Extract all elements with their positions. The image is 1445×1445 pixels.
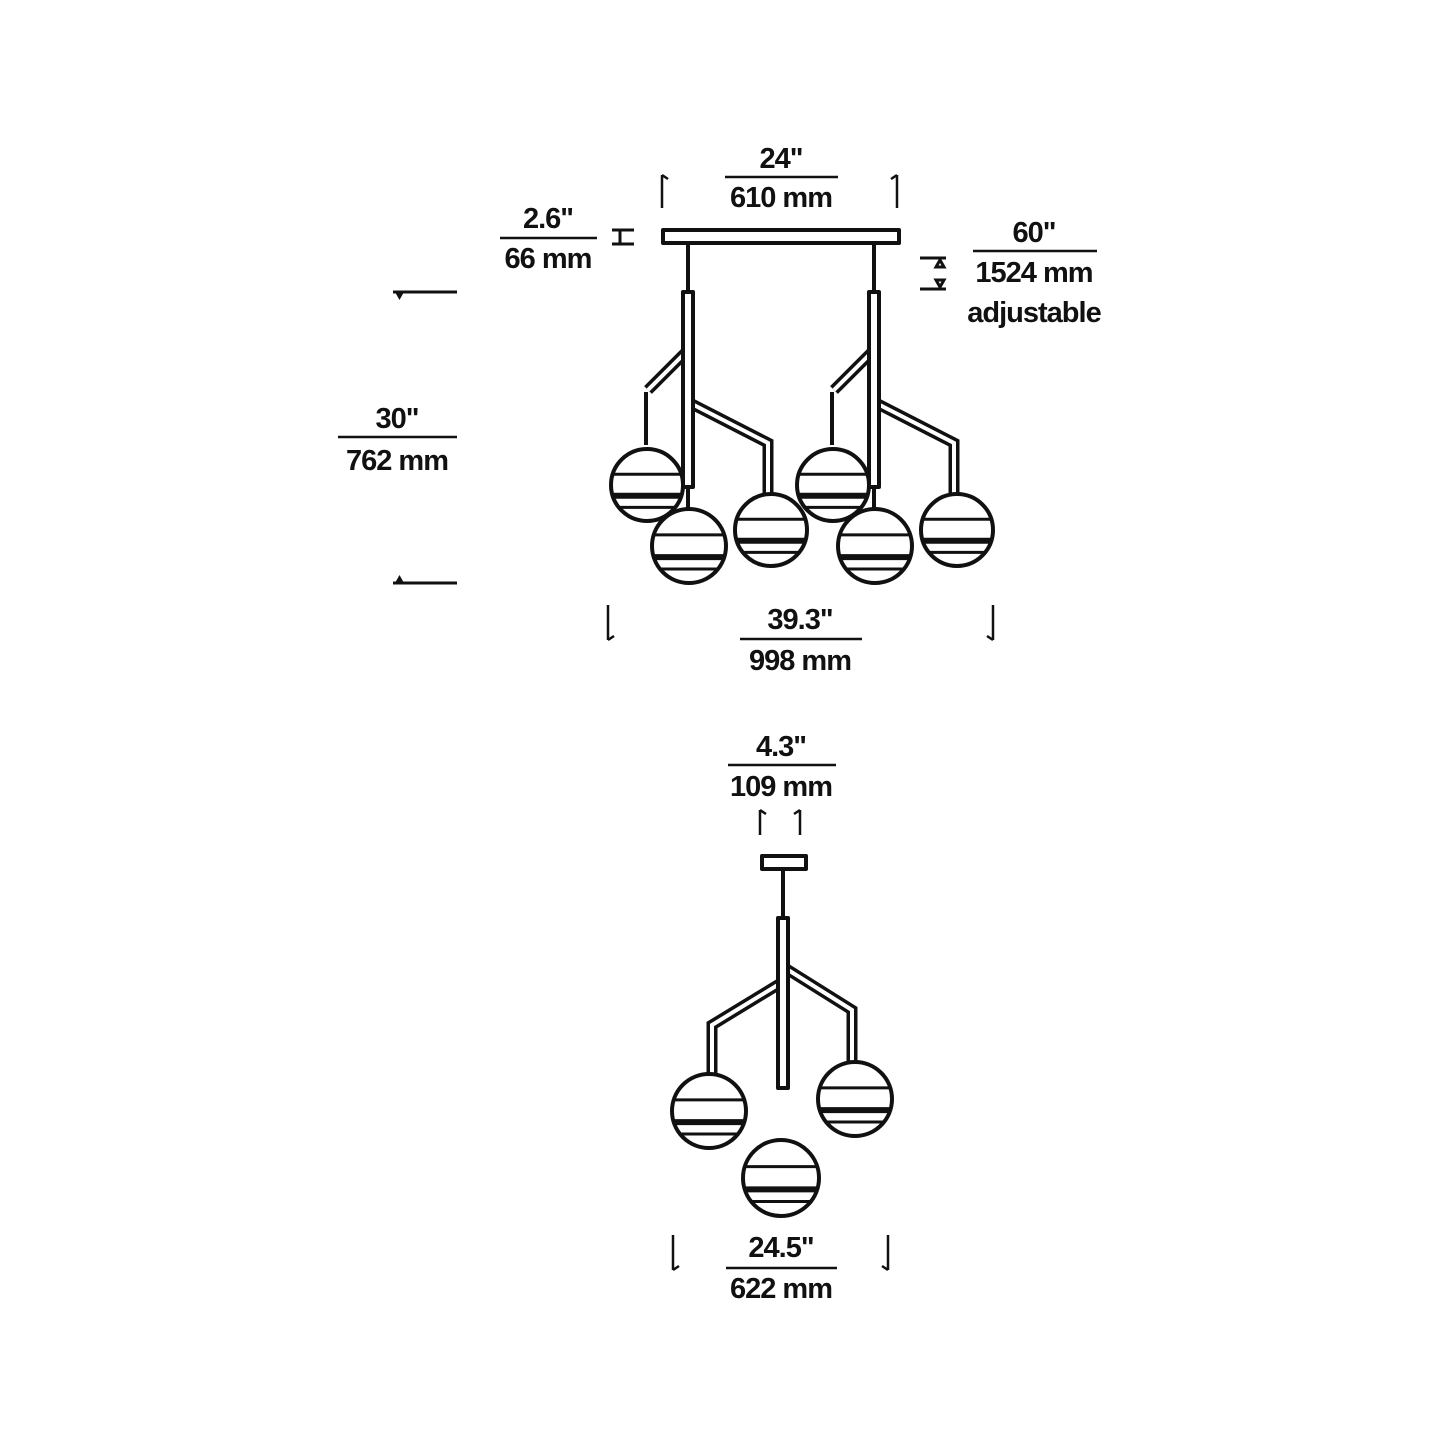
globe-shade (650, 507, 728, 585)
dim-imperial: 24" (759, 143, 802, 175)
arm-inner (710, 981, 783, 1075)
dim-imperial: 30" (375, 403, 418, 435)
arm (782, 963, 858, 1062)
dim-fixture-height: 30" 762 mm (338, 290, 457, 585)
dimension-marker (920, 256, 947, 291)
dimension-marker (612, 228, 634, 246)
globe-shade (733, 492, 809, 568)
dim-metric: 66 mm (505, 243, 592, 275)
globe-shade (836, 507, 914, 585)
globe-shade (816, 1060, 894, 1138)
globe-outline (609, 447, 685, 523)
dim-canopy-width: 24" 610 mm (660, 143, 899, 214)
dim-fixture-width: 39.3" 998 mm (606, 604, 995, 677)
dim-note: adjustable (967, 297, 1101, 329)
dim-metric: 1524 mm (975, 257, 1092, 289)
globe-outline (670, 1072, 748, 1150)
stem-tube (776, 916, 790, 1090)
arm (706, 978, 784, 1075)
globe-shade (795, 447, 871, 523)
cluster (609, 243, 809, 585)
arm-inner (873, 400, 956, 493)
globe-outline (741, 1138, 821, 1218)
globe-outline (836, 507, 914, 585)
canopy (760, 854, 808, 871)
globe-shade (919, 492, 995, 568)
globe-outline (650, 507, 728, 585)
dim-metric: 622 mm (730, 1273, 832, 1305)
globe-shade (741, 1138, 821, 1218)
arm-inner (687, 400, 770, 493)
arm-inner (783, 966, 854, 1062)
dim-cable-length: 60" 1524 mm adjustable (920, 217, 1103, 329)
extension-ticks (606, 605, 995, 642)
side-view-fixture (670, 854, 894, 1218)
dim-side-fixture-width: 24.5" 622 mm (671, 1232, 890, 1305)
globe-outline (816, 1060, 894, 1138)
dim-imperial: 4.3" (756, 731, 806, 763)
arm (871, 397, 960, 493)
cluster (795, 243, 995, 585)
stem-tube (681, 290, 695, 489)
dim-imperial: 2.6" (523, 203, 573, 235)
dim-imperial: 24.5" (748, 1232, 813, 1264)
dim-imperial: 60" (1012, 217, 1055, 249)
dim-imperial: 39.3" (767, 604, 832, 636)
dim-metric: 762 mm (346, 445, 448, 477)
globe-outline (733, 492, 809, 568)
front-view-fixture (609, 228, 995, 585)
dim-canopy-height: 2.6" 66 mm (500, 203, 634, 275)
dim-metric: 109 mm (730, 771, 832, 803)
extension-ticks (758, 808, 802, 835)
globe-shade (670, 1072, 748, 1150)
dim-metric: 998 mm (749, 645, 851, 677)
globe-shade (609, 447, 685, 523)
dim-metric: 610 mm (730, 182, 832, 214)
extension-ticks (660, 173, 899, 208)
stem-tube (867, 290, 881, 489)
globe-outline (795, 447, 871, 523)
dim-side-canopy-width: 4.3" 109 mm (728, 731, 836, 835)
globe-outline (919, 492, 995, 568)
extension-ticks (671, 1235, 890, 1272)
arm (685, 397, 774, 493)
canopy (661, 228, 901, 245)
